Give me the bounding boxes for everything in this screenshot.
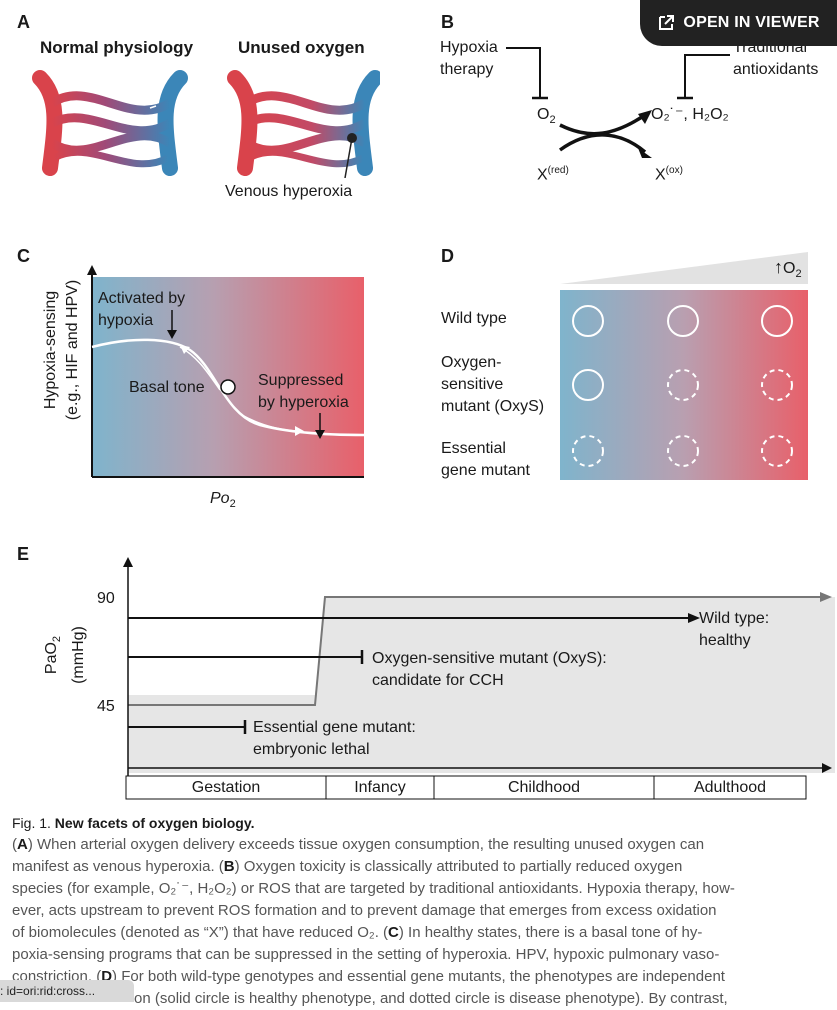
external-link-icon [659,15,675,30]
oxys-label: Oxygen-sensitive mutant (OxyS): candidat… [372,650,607,689]
element-id-tooltip: : id=ori:rid:cross... [0,980,134,1002]
activated-by-hypoxia-label: Activated by hypoxia [98,290,186,329]
open-in-viewer-button[interactable]: OPEN IN VIEWER [640,0,837,46]
pao2-timeline-chart [123,557,835,800]
disease-phenotype-circle [667,369,699,401]
pao2-line [128,596,820,706]
caption-line: species (for example, O₂˙⁻, H₂O₂) or ROS… [12,880,735,897]
panel-e-y-label: PaO2 (mmHg) [43,626,88,684]
hypoxia-inhibition-line [506,47,541,98]
healthy-phenotype-circle [761,305,793,337]
stage-gestation: Gestation [191,779,261,796]
o2-wedge [560,252,808,284]
caption-line: manifest as venous hyperoxia. (B) Oxygen… [12,858,683,875]
row-label-wild-type: Wild type [441,310,507,327]
stage-labels: Gestation Infancy Childhood Adulthood [126,776,806,799]
basal-tone-marker [220,379,236,395]
pao2-area [128,597,835,773]
panel-d-letter: D [441,246,454,266]
wild-type-label: Wild type: healthy [699,610,770,649]
caption-line: poxia-sensing programs that can be suppr… [12,946,720,963]
caption-line: ever, acts upstream to prevent ROS forma… [12,902,717,919]
panel-b-diagram [506,47,730,158]
suppressed-by-hyperoxia-label: Suppressed by hyperoxia [258,372,349,411]
caption-line: constriction. (D) For both wild-type gen… [12,968,725,985]
row-label-oxys: Oxygen- sensitive mutant (OxyS) [441,354,545,415]
basal-tone-label: Basal tone [129,379,205,396]
oxidation-arrow-lower [558,133,647,154]
hypoxia-therapy-label: Hypoxia therapy [440,39,498,78]
hypoxia-sensing-chart [87,265,365,478]
stage-bar [125,775,807,800]
stage-childhood: Childhood [507,779,581,796]
panel-e-letter: E [17,544,30,564]
x-oxidized-label: X(ox) [655,165,683,184]
disease-phenotype-circle [572,435,604,467]
panel-a-letter: A [17,12,30,32]
tick-90: 90 [97,590,115,607]
essential-label: Essential gene mutant: embryonic lethal [253,719,416,758]
genotype-grid [560,252,808,480]
caption-line: of biomolecules (denoted as “X”) that ha… [12,924,703,941]
panel-a-title-unused: Unused oxygen [238,38,365,57]
panel-c-letter: C [17,246,30,266]
x-reduced-label: X(red) [537,165,569,184]
disease-phenotype-circle [761,369,793,401]
stage-infancy: Infancy [354,779,406,796]
stage-adulthood: Adulthood [693,779,767,796]
o2-label: O2 [537,106,556,127]
po2-gradient-background [560,290,808,480]
caption-line: on (solid circle is healthy phenotype, a… [134,990,728,1007]
antiox-inhibition-line [684,54,730,98]
po2-gradient-background [92,277,364,477]
panel-a-title-normal: Normal physiology [40,38,194,57]
unused-oxygen-vessel-network [227,70,380,178]
disease-phenotype-circle [761,435,793,467]
healthy-phenotype-circle [572,305,604,337]
panel-c-x-label: Po2 [210,490,236,511]
tick-45: 45 [97,698,115,715]
disease-phenotype-circle [667,435,699,467]
venous-hyperoxia-label: Venous hyperoxia [225,183,353,200]
caption-line: (A) When arterial oxygen delivery exceed… [12,836,705,853]
panel-c-y-label: Hypoxia-sensing (e.g., HIF and HPV) [42,279,81,421]
vessel-illustration [32,70,380,178]
healthy-phenotype-circle [572,369,604,401]
oxidation-arrow-upper [559,113,646,136]
row-label-essential: Essential gene mutant [441,440,530,479]
caption-title: Fig. 1. New facets of oxygen biology. [12,815,255,831]
normal-vessel-network [32,70,188,176]
ros-label: O₂˙⁻, H₂O₂ [651,106,729,123]
figure-caption: Fig. 1. New facets of oxygen biology. (A… [12,812,830,1010]
healthy-phenotype-circle [667,305,699,337]
o2-increase-label: ↑O2 [774,257,802,281]
panel-b-letter: B [441,12,454,32]
